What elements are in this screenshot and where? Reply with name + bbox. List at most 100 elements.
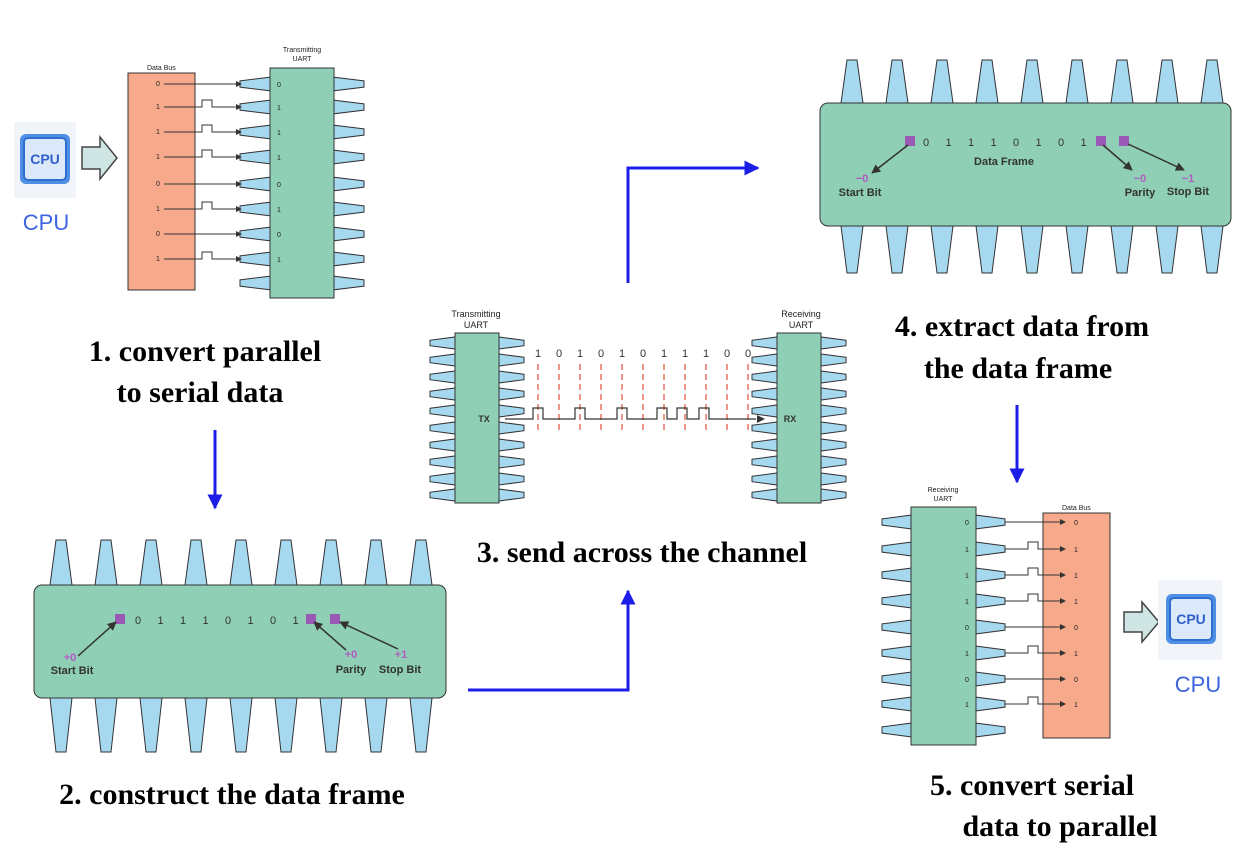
step1-data-bus	[127, 72, 196, 291]
step5-bit-arrowhead-4	[1060, 624, 1066, 630]
step3-tx-pin-right-5	[498, 421, 525, 435]
step5-uart-bit-7: 1	[965, 702, 969, 709]
step1-bus-bit-5: 1	[156, 206, 160, 213]
step1-bus-bit-3: 1	[156, 154, 160, 161]
step3-rx-pin-left-3	[751, 387, 778, 401]
cpu-chip-text: CPU	[30, 151, 60, 167]
step3-tx-pin-left-5	[429, 421, 456, 435]
step2-bottom-pins	[49, 697, 433, 753]
step4-top-pin-2	[930, 59, 954, 104]
step5-uart-bit-6: 0	[965, 677, 969, 684]
step3-tx-pin-right-6	[498, 438, 525, 452]
step3-tx-pin-left-7	[429, 455, 456, 469]
step1-uart-bit-3: 1	[277, 155, 281, 162]
step5-bus-bit-6: 0	[1074, 677, 1078, 684]
step5-bit-arrowhead-3	[1060, 598, 1066, 604]
step1-bit-line-5	[164, 201, 240, 210]
step4-bottom-pin-4	[1020, 225, 1044, 274]
step3-stream-bit-10: 0	[745, 348, 751, 360]
step1-pin-left-3	[239, 149, 273, 165]
step3-tx-pin-right-8	[498, 472, 525, 486]
step3-stream-bit-4: 1	[619, 348, 625, 360]
step4-frame-bit-6: 0	[1058, 137, 1064, 149]
step3-stream-bit-6: 1	[661, 348, 667, 360]
step5-caption-line1: 5. convert serial	[930, 769, 1134, 802]
step3-rx-pin-left-0	[751, 336, 778, 350]
step3-tx-pin-right-4	[498, 404, 525, 418]
step3-rx-pin-left-9	[751, 488, 778, 502]
step5-pin-left-6	[881, 671, 913, 687]
step3-rx-pin-right-2	[820, 370, 847, 384]
step4-bottom-pin-5	[1065, 225, 1089, 274]
step2-parity-value: +0	[345, 649, 358, 661]
step1-bit-arrowhead-5	[236, 206, 242, 212]
step3-stream-bit-5: 0	[640, 348, 646, 360]
step3-tx-pin-right-9	[498, 488, 525, 502]
step3-uart-pins	[429, 336, 847, 502]
step1-pin-left-2	[239, 124, 273, 140]
step1-bit-arrowhead-1	[236, 104, 242, 110]
step4-bottom-pin-2	[930, 225, 954, 274]
step1-bus-bit-7: 1	[156, 256, 160, 263]
step3-rx-pin-left-6	[751, 438, 778, 452]
step2-frame-chip	[33, 584, 447, 699]
step3-stream-bit-9: 0	[724, 348, 730, 360]
step5-bit-line-7	[1005, 696, 1064, 705]
step3-tx-pin-left-3	[429, 387, 456, 401]
step4-top-pins	[840, 59, 1224, 104]
step5-pin-right-8	[974, 722, 1006, 738]
step5-uart-chip	[910, 506, 977, 746]
cpu-label-left: CPU	[23, 210, 69, 235]
step4-top-pin-1	[885, 59, 909, 104]
step4-frame-bit-7: 1	[1080, 137, 1086, 149]
step3-tx-pin-left-9	[429, 488, 456, 502]
step5-bit-line-2	[1005, 567, 1064, 576]
step2-bottom-pin-6	[319, 697, 343, 753]
step4-top-pin-4	[1020, 59, 1044, 104]
step3-rx-pin-right-5	[820, 421, 847, 435]
step3-rx-pin-right-4	[820, 404, 847, 418]
step3-rx-pin-right-7	[820, 455, 847, 469]
step5-bus-bit-5: 1	[1074, 651, 1078, 658]
step1-uart-bit-1: 1	[277, 105, 281, 112]
step2-parity-label: Parity	[336, 664, 367, 676]
step5-pin-right-7	[974, 696, 1006, 712]
step3-signal-arrowhead	[757, 415, 765, 423]
flow-arrow-3-4	[626, 160, 760, 283]
step4-top-pin-7	[1155, 59, 1179, 104]
step2-start-marker	[115, 614, 125, 624]
step1-bus-bit-0: 0	[156, 81, 160, 88]
step4-frame-label: Data Frame	[974, 156, 1034, 168]
step3-rx-label: RX	[784, 414, 797, 424]
step3-tx-pin-left-6	[429, 438, 456, 452]
step3-rx-pin-right-1	[820, 353, 847, 367]
step2-start-arrow	[77, 621, 117, 657]
step1-bit-arrowhead-3	[236, 154, 242, 160]
step2-frame-bit-6: 0	[270, 615, 276, 627]
step5-bit-arrowhead-6	[1060, 676, 1066, 682]
step2-top-pin-8	[409, 539, 433, 586]
step1-uart-bit-5: 1	[277, 207, 281, 214]
step1-bus-bit-6: 0	[156, 231, 160, 238]
step5-uart-pins	[881, 514, 1006, 738]
step1-pin-right-6	[331, 226, 365, 242]
step2-bottom-pin-0	[49, 697, 73, 753]
step5-uart-bit-4: 0	[965, 625, 969, 632]
step2-bottom-pin-5	[274, 697, 298, 753]
step4-caption-line2: the data frame	[924, 352, 1112, 385]
step2-stop-arrow	[339, 621, 399, 650]
step1-pin-right-8	[331, 275, 365, 291]
step5-bus-bit-4: 0	[1074, 625, 1078, 632]
step3-tx-chip	[454, 332, 500, 504]
step2-stop-value: +1	[395, 649, 408, 661]
step2-top-pin-5	[274, 539, 298, 586]
step3-tx-pin-left-2	[429, 370, 456, 384]
step5-pin-right-0	[974, 514, 1006, 530]
step3-tx-uart-label-2: UART	[464, 320, 489, 330]
step5-uart-bit-1: 1	[965, 547, 969, 554]
step2-frame-bit-2: 1	[180, 615, 186, 627]
